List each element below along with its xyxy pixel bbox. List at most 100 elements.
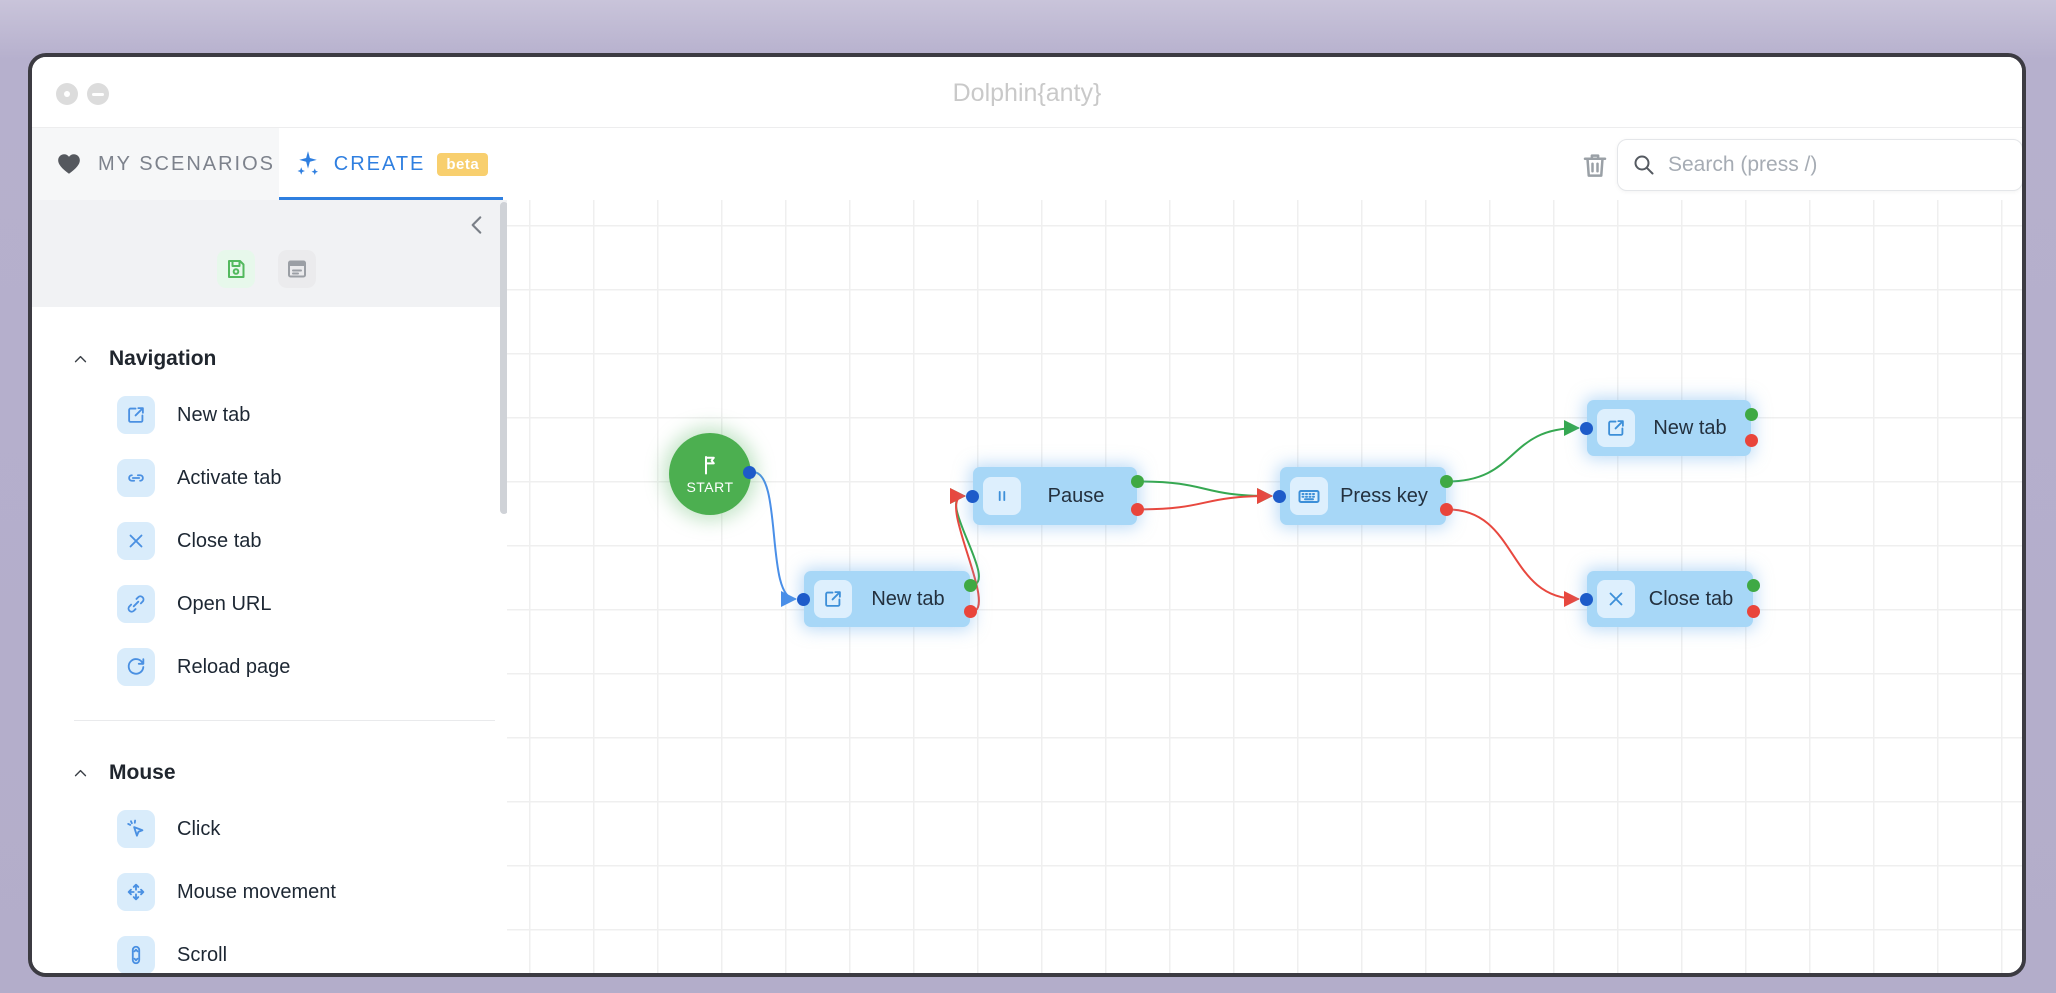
item-icon-tile [117,585,155,623]
sidebar-item-scroll[interactable]: Scroll [117,936,507,973]
window-close-button[interactable] [56,83,78,105]
input-port[interactable] [1580,421,1593,435]
activate-tab-icon [125,467,147,489]
pause-icon [991,485,1013,507]
flow-edge-newtab1-pause[interactable] [949,488,980,613]
click-icon [125,818,147,840]
title-bar: Dolphin{anty} [32,57,2022,127]
flow-node-newtab1[interactable]: New tab [797,571,977,627]
new-tab-icon [125,404,147,426]
item-label: New tab [177,403,251,426]
sidebar-header [32,200,507,307]
input-port[interactable] [1273,489,1286,503]
output-port-error[interactable] [1747,605,1760,619]
flow-node-closetab[interactable]: Close tab [1580,571,1760,627]
flow-edge-presskey-closetab[interactable] [1446,508,1580,607]
tab-my-scenarios[interactable]: MY SCENARIOS [32,128,279,200]
node-icon-tile [1597,580,1635,618]
input-port[interactable] [1580,592,1593,606]
sidebar-scrollbar[interactable] [500,202,507,514]
item-label: Close tab [177,529,262,552]
section-header-mouse[interactable]: Mouse [32,761,507,785]
item-label: Scroll [177,943,228,966]
flow-node-newtab2[interactable]: New tab [1580,400,1758,456]
item-label: Activate tab [177,466,282,489]
item-label: Open URL [177,592,272,615]
sidebar-item-open-url[interactable]: Open URL [117,585,507,623]
output-port-success[interactable] [1745,407,1758,421]
item-icon-tile [117,873,155,911]
section-label: Mouse [109,761,176,784]
item-icon-tile [117,936,155,973]
flow-edges [752,420,1580,613]
flow-edge-presskey-newtab2[interactable] [1446,420,1580,483]
input-port[interactable] [966,489,979,503]
minimize-glyph [92,92,104,96]
app-window: Dolphin{anty} MY SCENARIOS CREATE beta [28,53,2026,977]
sidebar-item-reload-page[interactable]: Reload page [117,648,507,686]
save-scenario-button[interactable] [217,250,255,288]
tab-create-label: CREATE [333,152,426,175]
sidebar-item-close-tab[interactable]: Close tab [117,522,507,560]
output-port-error[interactable] [964,605,977,619]
tab-bar: MY SCENARIOS CREATE beta [32,127,2022,200]
flow-edge-start-newtab1[interactable] [752,471,797,607]
output-port-success[interactable] [1131,475,1144,488]
flow-node-pause[interactable]: Pause [966,467,1144,525]
output-port[interactable] [743,466,756,479]
output-port-error[interactable] [1131,502,1144,516]
scroll-icon [125,944,147,966]
chevron-up-icon [72,765,89,782]
flow-node-presskey[interactable]: Press key [1273,467,1453,525]
chevron-left-icon[interactable] [464,212,490,238]
section-header-navigation[interactable]: Navigation [32,347,507,371]
sidebar-item-new-tab[interactable]: New tab [117,396,507,434]
trash-icon[interactable] [1578,148,1612,182]
close-glyph [64,91,70,97]
sidebar-item-click[interactable]: Click [117,810,507,848]
input-port[interactable] [797,592,810,606]
form-icon [285,257,309,281]
form-view-button[interactable] [278,250,316,288]
open-url-icon [125,593,147,615]
start-node-label: START [686,479,734,495]
flow-edge-pause-presskey[interactable] [1137,488,1273,511]
window-minimize-button[interactable] [87,83,109,105]
new-tab-icon [1605,417,1627,439]
keyboard-icon [1297,484,1321,508]
item-label: Reload page [177,655,291,678]
output-port-error[interactable] [1745,434,1758,448]
flow-edge-pause-presskey[interactable] [1137,480,1273,504]
output-port-error[interactable] [1440,502,1453,516]
node-label: New tab [1653,416,1727,439]
output-port-success[interactable] [964,578,977,592]
search-box[interactable] [1617,139,2022,191]
tab-my-scenarios-label: MY SCENARIOS [98,152,275,175]
sidebar-item-activate-tab[interactable]: Activate tab [117,459,507,497]
save-icon [224,257,248,281]
node-icon-tile [1597,409,1635,447]
sidebar-item-mouse-movement[interactable]: Mouse movement [117,873,507,911]
search-input[interactable] [1666,152,2008,178]
tab-create[interactable]: CREATE beta [279,128,503,200]
item-icon-tile [117,522,155,560]
item-icon-tile [117,396,155,434]
beta-badge: beta [437,152,489,176]
item-label: Mouse movement [177,880,336,903]
new-tab-icon [822,588,844,610]
active-tab-underline [279,197,503,200]
sparkles-icon [294,150,322,178]
node-icon-tile [814,580,852,618]
node-label: New tab [871,587,945,610]
item-icon-tile [117,459,155,497]
output-port-success[interactable] [1747,578,1760,592]
flow-node-start[interactable]: START [669,433,756,515]
node-icon-tile [983,477,1021,515]
close-icon [1605,588,1627,610]
output-port-success[interactable] [1440,475,1453,488]
reload-icon [125,656,147,678]
